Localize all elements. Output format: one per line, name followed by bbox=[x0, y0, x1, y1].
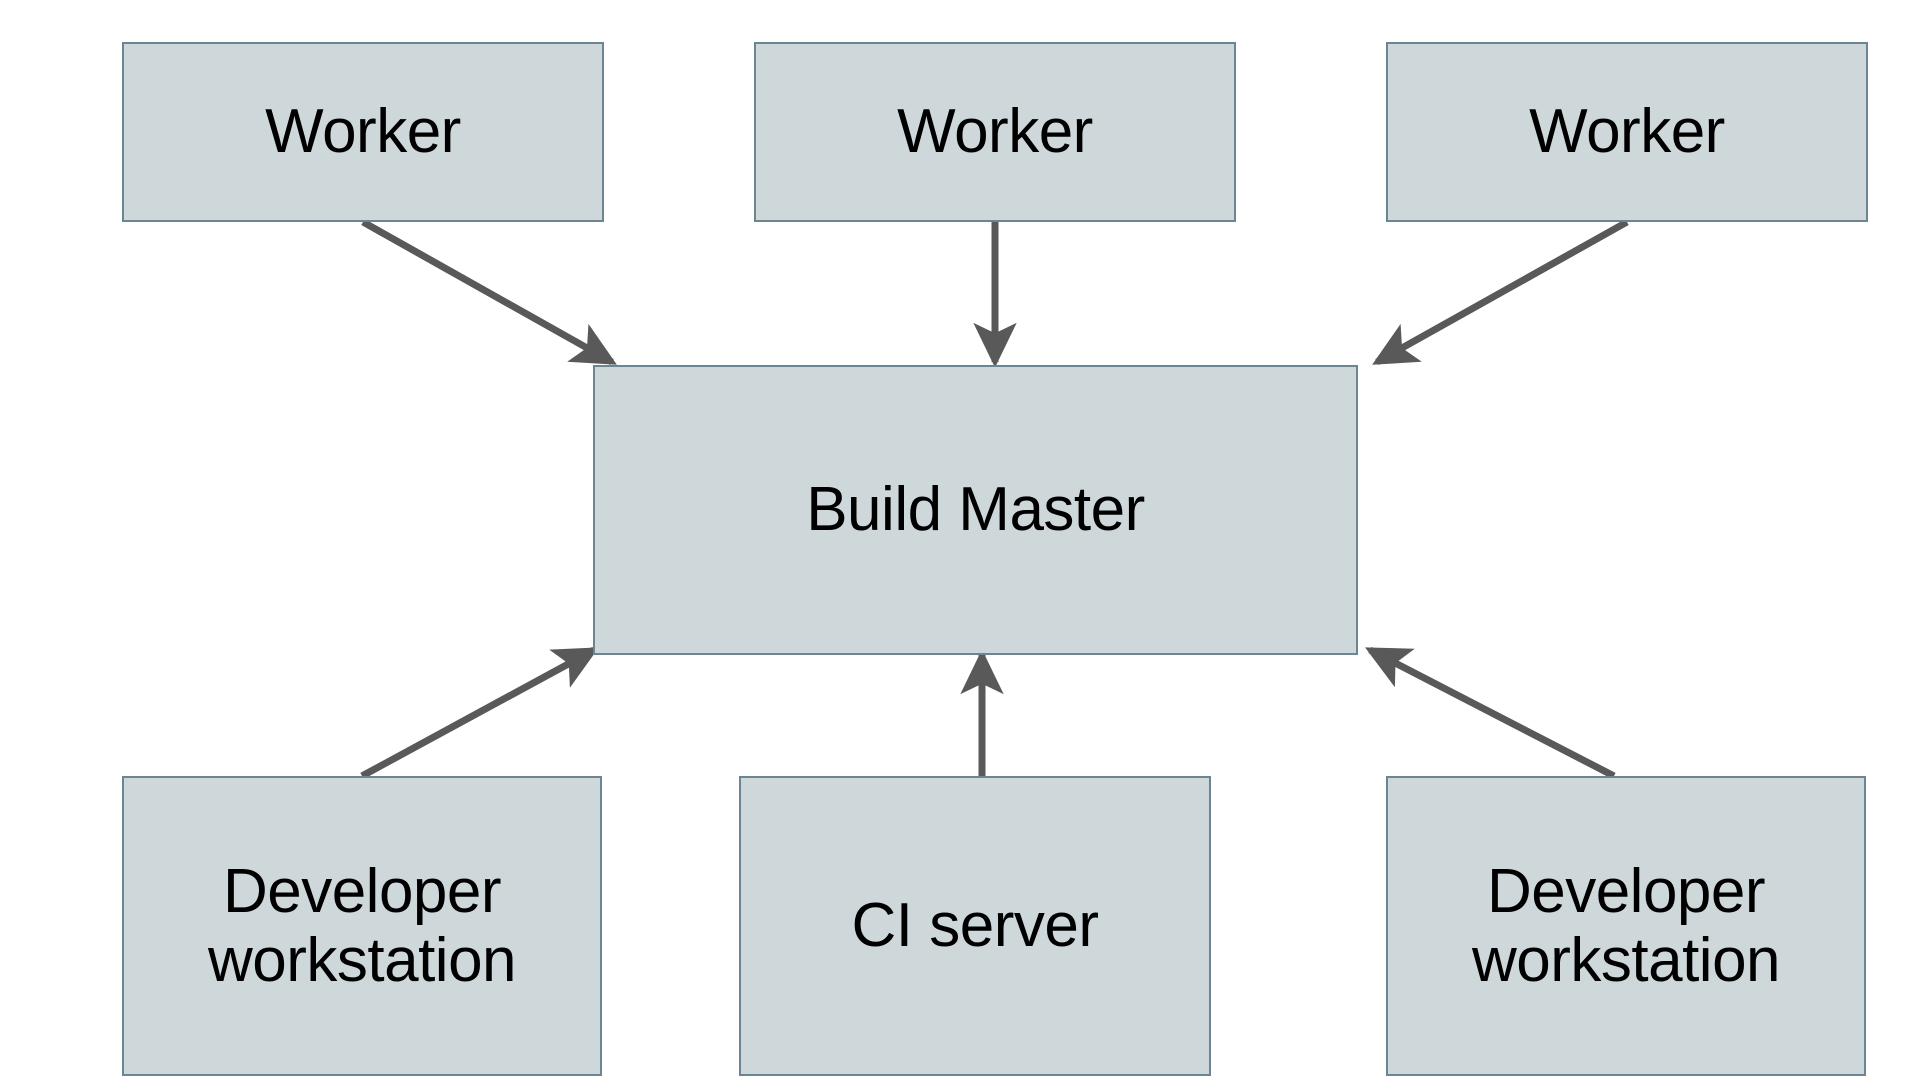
edge-worker-1-to-build-master bbox=[361, 218, 617, 366]
node-label: Developer workstation bbox=[1471, 856, 1781, 995]
edge-worker-3-to-build-master bbox=[1372, 218, 1629, 366]
node-worker-2[interactable]: Worker bbox=[754, 42, 1236, 222]
node-build-master[interactable]: Build Master bbox=[593, 365, 1358, 655]
node-worker-1[interactable]: Worker bbox=[122, 42, 604, 222]
node-label: CI server bbox=[851, 891, 1099, 961]
node-label: Worker bbox=[1529, 97, 1725, 167]
edge-developer-workstation-right-to-build-master bbox=[1365, 646, 1616, 780]
node-developer-workstation-left[interactable]: Developer workstation bbox=[122, 776, 602, 1076]
node-label: Developer workstation bbox=[207, 856, 517, 995]
node-developer-workstation-right[interactable]: Developer workstation bbox=[1386, 776, 1866, 1076]
node-label: Worker bbox=[897, 97, 1093, 167]
node-ci-server[interactable]: CI server bbox=[739, 776, 1211, 1076]
node-label: Worker bbox=[265, 97, 461, 167]
edge-developer-workstation-left-to-build-master bbox=[360, 646, 599, 780]
node-label: Build Master bbox=[806, 475, 1145, 545]
node-worker-3[interactable]: Worker bbox=[1386, 42, 1868, 222]
